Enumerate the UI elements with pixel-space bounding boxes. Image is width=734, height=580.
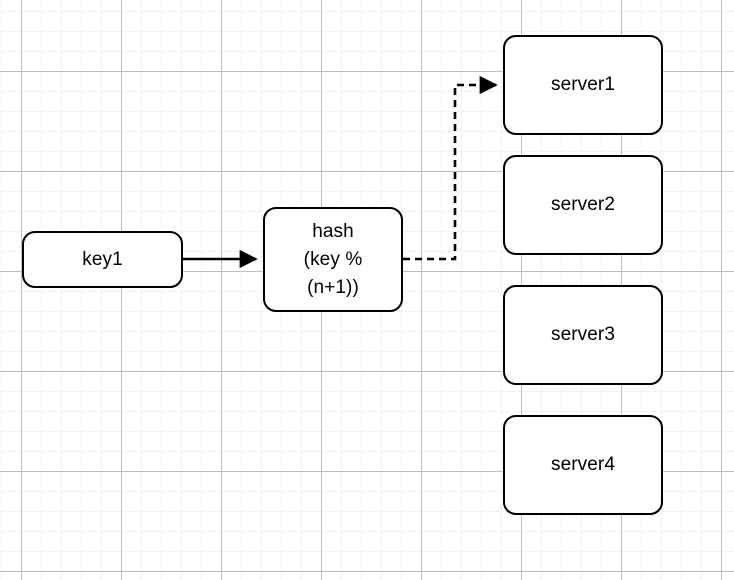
edge-hash-to-server1 <box>403 75 498 261</box>
node-key1[interactable]: key1 <box>22 231 183 288</box>
node-key1-label: key1 <box>82 248 123 270</box>
node-server4[interactable]: server4 <box>503 415 663 515</box>
node-server2[interactable]: server2 <box>503 155 663 255</box>
node-server1-label: server1 <box>550 74 616 95</box>
node-hash-line-1: hash <box>312 220 354 242</box>
node-server3[interactable]: server3 <box>503 285 663 385</box>
node-server1[interactable]: server1 <box>503 35 663 135</box>
node-server3-label: server3 <box>550 324 616 345</box>
node-hash-line-3: (n+1)) <box>307 276 359 298</box>
node-server2-label: server2 <box>550 194 616 215</box>
node-hash[interactable]: hash (key % (n+1)) <box>263 207 403 312</box>
node-hash-line-2: (key % <box>303 248 363 270</box>
node-server4-label: server4 <box>550 454 616 475</box>
